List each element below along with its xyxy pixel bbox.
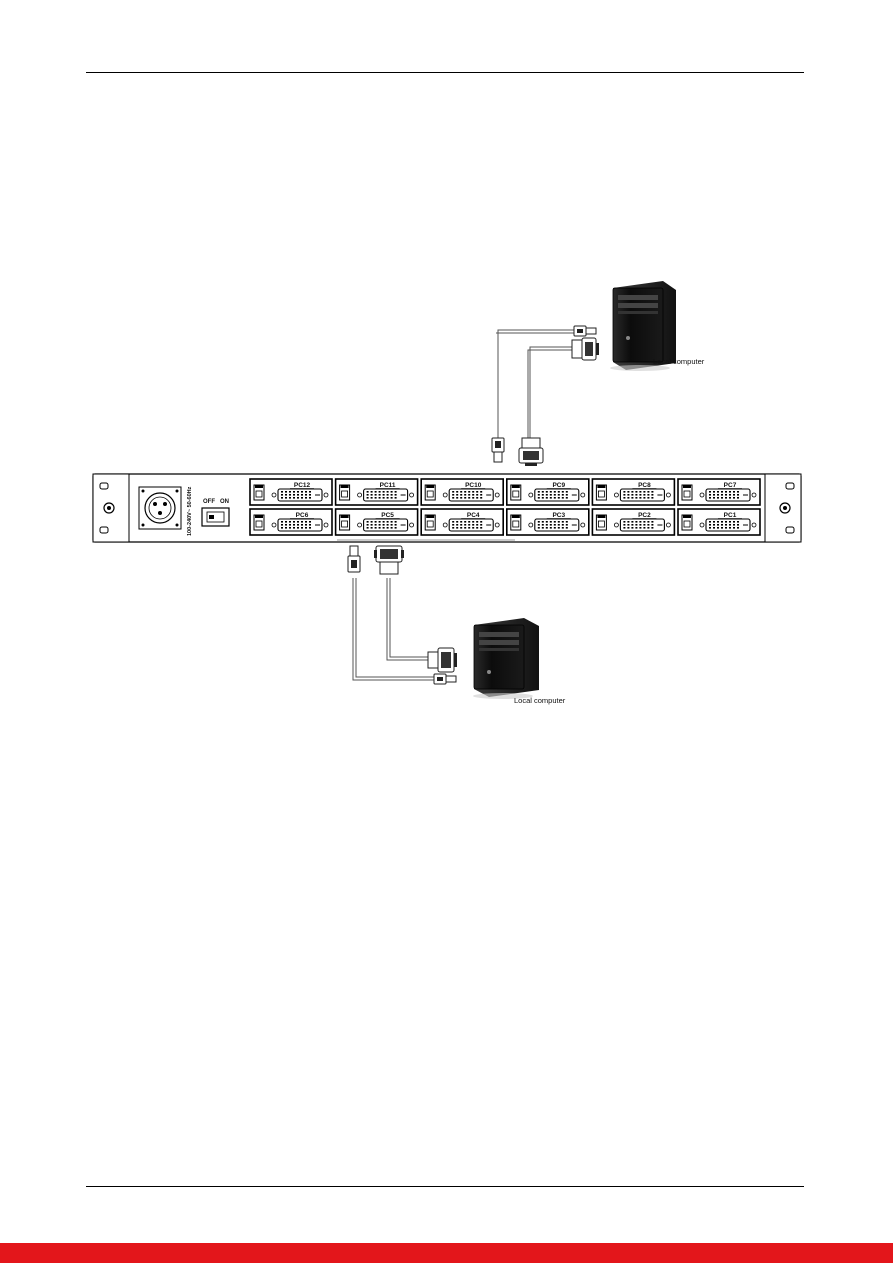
dvi-connector-icon [374,545,404,575]
dvi-port-icon [528,488,586,502]
port-label: PC5 [381,512,394,519]
mounting-hole-icon [779,502,791,514]
port-label: PC12 [294,482,311,489]
port-label: PC8 [638,482,651,489]
port-label: PC10 [465,482,482,489]
header-rule [86,72,804,73]
computer-tower-icon [473,618,539,699]
port-module: PC9 [505,478,590,506]
port-module: PC7 [677,478,761,506]
dvi-port-icon [357,488,415,502]
switch-off-label: OFF [203,499,215,505]
usb-connector-icon [347,545,361,573]
usb-b-port-icon [510,484,522,501]
port-label: PC3 [552,512,565,519]
usb-b-port-icon [424,484,436,501]
usb-b-port-icon [681,514,693,531]
usb-b-port-icon [510,514,522,531]
port-module: PC6 [249,508,333,536]
port-module: PC4 [420,508,505,536]
ports-row-top: PC12 PC11 PC10 PC9 PC8 PC7 [249,478,761,506]
port-module: PC8 [591,478,676,506]
top-cables [496,329,574,438]
port-label: PC1 [724,512,737,519]
port-module: PC3 [505,508,590,536]
power-switch: OFF ON [201,499,230,527]
dvi-port-icon [614,488,671,502]
dvi-port-icon [699,518,757,532]
mounting-hole-icon [103,502,115,514]
dvi-connector-icon [571,337,599,361]
dvi-connector-icon [427,647,457,673]
dvi-port-icon [271,488,329,502]
port-label: PC7 [724,482,737,489]
usb-b-port-icon [595,484,607,501]
dvi-port-icon [528,518,586,532]
power-rating-label: 100-240V~ 50-60Hz [187,486,193,536]
usb-connector-icon [433,673,457,685]
usb-b-port-icon [339,514,351,531]
kvm-rear-panel: 100-240V~ 50-60Hz OFF ON PC12 PC11 PC10 PC9… [92,473,802,543]
usb-b-port-icon [253,514,265,531]
computer-tower-icon [610,281,676,371]
port-label: PC11 [380,482,396,489]
port-label: PC2 [638,512,651,519]
bottom-cables [352,578,434,681]
dvi-port-icon [271,518,329,532]
footer-rule [86,1186,804,1187]
usb-connector-icon [573,325,597,337]
switch-on-label: ON [220,499,229,505]
port-module: PC2 [591,508,676,536]
usb-b-port-icon [595,514,607,531]
top-computer: Local computer [610,281,705,371]
port-module: PC5 [334,508,419,536]
footer-bar [0,1243,893,1263]
computer-label: Local computer [653,357,705,366]
usb-b-port-icon [424,514,436,531]
usb-b-port-icon [253,484,265,501]
port-label: PC6 [296,512,309,519]
port-module: PC12 [249,478,333,506]
ports-row-bottom: PC6 PC5 PC4 PC3 PC2 PC1 [249,508,761,536]
port-module: PC10 [420,478,505,506]
dvi-port-icon [699,488,757,502]
dvi-port-icon [357,518,415,532]
power-inlet-icon [138,486,182,530]
dvi-port-icon [442,488,500,502]
computer-label: Local computer [514,696,566,705]
usb-connector-icon [491,437,505,463]
usb-b-port-icon [681,484,693,501]
bottom-computer: Local computer [473,618,566,705]
port-label: PC4 [467,512,480,519]
port-label: PC9 [552,482,565,489]
dvi-port-icon [614,518,671,532]
port-module: PC11 [334,478,419,506]
port-module: PC1 [677,508,761,536]
dvi-connector-icon [518,437,544,466]
usb-b-port-icon [339,484,351,501]
dvi-port-icon [442,518,500,532]
